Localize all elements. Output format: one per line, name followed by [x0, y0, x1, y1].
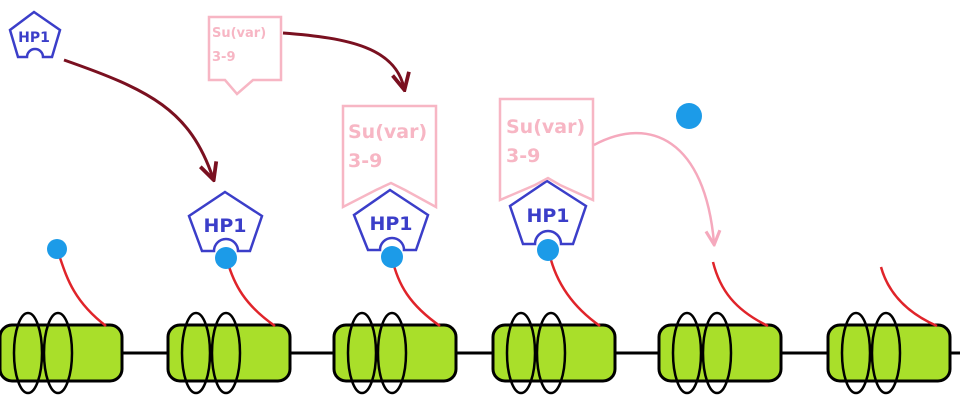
histone-tail-5 [711, 261, 769, 328]
suvar-bound-1-label-line1: Su(var) [348, 121, 427, 143]
hp1-bound-1: HP1 [187, 190, 264, 253]
nucleosome-core [332, 323, 458, 383]
hp1-bound-1-label: HP1 [203, 215, 246, 237]
hp1-bound-1-shape [187, 190, 264, 253]
arrow-hp1-to-nucleosome [63, 58, 213, 178]
hp1-free: HP1 [8, 10, 62, 59]
hp1-bound-2-label: HP1 [369, 213, 412, 235]
arrow-methylation-spread [593, 131, 714, 243]
suvar-bound-2: Su(var) 3-9 [498, 97, 595, 202]
suvar-bound-1-shape [341, 104, 438, 210]
hp1-bound-2-shape [352, 188, 430, 252]
histone-tail-6 [879, 266, 938, 328]
dna-wrap-1 [180, 311, 212, 395]
hp1-bound-3-label: HP1 [526, 205, 569, 227]
suvar-bound-1: Su(var) 3-9 [341, 104, 438, 210]
nucleosome-4 [491, 311, 617, 395]
dna-wrap-1 [12, 311, 44, 395]
nucleosome-5 [657, 311, 783, 395]
histone-tail-2 [225, 259, 276, 328]
suvar-bound-1-label-line2: 3-9 [348, 150, 382, 172]
suvar-free-label-line2: 3-9 [212, 50, 236, 65]
hp1-free-shape [8, 10, 62, 59]
suvar-free: Su(var) 3-9 [207, 15, 283, 96]
nucleosome-core [0, 323, 124, 383]
dna-wrap-1 [671, 311, 703, 395]
hp1-free-label: HP1 [18, 30, 50, 46]
nucleosome-1 [0, 311, 124, 395]
methyl-mark-4 [537, 239, 559, 261]
methyl-mark-free [676, 103, 702, 129]
dna-wrap-2 [376, 311, 408, 395]
histone-tail-1 [56, 251, 107, 327]
histone-tail-3 [390, 257, 441, 328]
suvar-free-shape [207, 15, 283, 96]
methyl-marks [47, 103, 702, 269]
dna-wrap-1 [840, 311, 872, 395]
dna-wrap-2 [210, 311, 242, 395]
dna-wrap-1 [346, 311, 378, 395]
methyl-mark-1 [47, 239, 67, 259]
dna-wrap-2 [42, 311, 74, 395]
dna-wrap-1 [505, 311, 537, 395]
hp1-bound-3-shape [508, 179, 588, 246]
arrow-suvar-to-hp1 [282, 31, 404, 88]
suvar-bound-2-shape [498, 97, 595, 202]
methyl-mark-2 [215, 247, 237, 269]
nucleosome-core [657, 323, 783, 383]
nucleosome-core [826, 323, 952, 383]
nucleosome-core [166, 323, 292, 383]
hp1-bound-3: HP1 [508, 179, 588, 246]
nucleosome-3 [332, 311, 458, 395]
dna-wrap-2 [870, 311, 902, 395]
nucleosome-core [491, 323, 617, 383]
methyl-mark-3 [381, 246, 403, 268]
nucleosome-2 [166, 311, 292, 395]
histone-tails [56, 251, 938, 328]
hp1-bound-2: HP1 [352, 188, 430, 252]
suvar-bound-2-label-line1: Su(var) [506, 116, 585, 138]
nucleosome-array [0, 311, 952, 395]
dna-wrap-2 [701, 311, 733, 395]
suvar-bound-2-label-line2: 3-9 [506, 145, 540, 167]
suvar-free-label-line1: Su(var) [212, 26, 266, 41]
dna-wrap-2 [535, 311, 567, 395]
nucleosome-6 [826, 311, 952, 395]
